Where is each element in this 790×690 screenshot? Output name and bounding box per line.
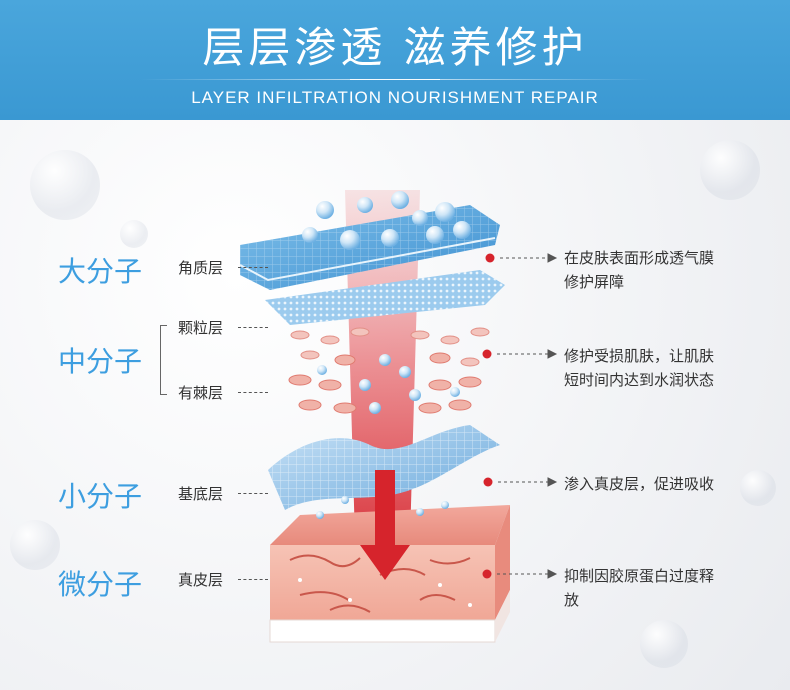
description-small: 渗入真皮层，促进吸收	[564, 472, 714, 496]
leader-line	[238, 579, 268, 580]
layer-label-granular: 颗粒层	[178, 319, 224, 337]
molecule-label-micro: 微分子	[58, 568, 143, 601]
leader-line	[238, 267, 268, 268]
layer-label-stratum-corneum: 角质层	[178, 259, 224, 277]
red-dot-icon	[482, 349, 492, 359]
layer-label-dermis: 真皮层	[178, 571, 224, 589]
layer-label-basal: 基底层	[178, 485, 224, 503]
description-line: 放	[564, 591, 580, 609]
arrow-down-icon	[360, 470, 410, 580]
red-dot-icon	[482, 569, 492, 579]
header-banner: 层层渗透 滋养修护 LAYER INFILTRATION NOURISHMENT…	[0, 0, 790, 120]
medium-molecule-bracket	[160, 325, 167, 395]
description-medium: 修护受损肌肤，让肌肤 短时间内达到水润状态	[564, 344, 714, 392]
subtitle-divider-left	[140, 79, 440, 80]
description-line: 在皮肤表面形成透气膜	[564, 249, 715, 267]
page-title: 层层渗透 滋养修护	[202, 23, 588, 72]
subtitle-divider-right	[350, 79, 650, 80]
description-line: 渗入真皮层，促进吸收	[564, 475, 715, 493]
molecule-label-medium: 中分子	[58, 345, 143, 378]
background-bubble	[120, 220, 148, 248]
description-micro: 抑制因胶原蛋白过度释 放	[564, 564, 714, 612]
description-line: 抑制因胶原蛋白过度释	[564, 567, 715, 585]
red-dot-icon	[483, 477, 493, 487]
leader-line	[238, 327, 268, 328]
arrow-right-icons	[497, 253, 558, 579]
molecule-label-small: 小分子	[58, 480, 143, 513]
red-dot-icon	[485, 253, 495, 263]
spinous-cells	[288, 327, 490, 414]
background-bubble	[700, 140, 760, 200]
description-large: 在皮肤表面形成透气膜 修护屏障	[564, 246, 714, 294]
background-bubble	[740, 470, 776, 506]
molecule-label-large: 大分子	[58, 255, 143, 288]
layer-label-spinous: 有棘层	[178, 384, 224, 402]
leader-line	[238, 392, 268, 393]
leader-line	[238, 493, 268, 494]
description-line: 短时间内达到水润状态	[564, 371, 715, 389]
description-line: 修护受损肌肤，让肌肤	[564, 347, 715, 365]
background-bubble	[640, 620, 688, 668]
page-subtitle: LAYER INFILTRATION NOURISHMENT REPAIR	[191, 88, 599, 107]
background-bubble	[30, 150, 100, 220]
background-bubble	[10, 520, 60, 570]
description-line: 修护屏障	[564, 273, 625, 291]
